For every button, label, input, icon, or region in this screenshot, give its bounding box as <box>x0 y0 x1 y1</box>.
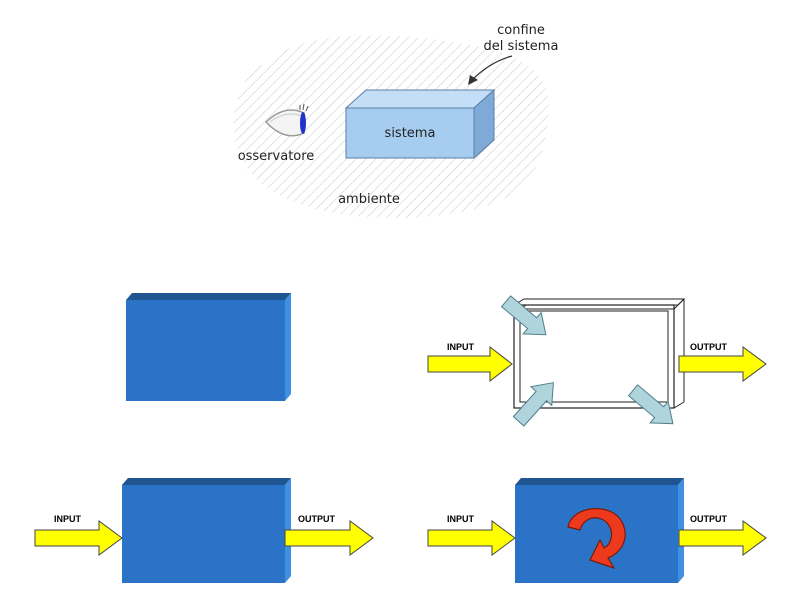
eye-icon <box>264 103 309 137</box>
system-box-top <box>344 89 496 109</box>
output-label-panel2: OUTPUT <box>690 342 728 352</box>
system-box-front <box>345 107 475 159</box>
block-feedback <box>515 478 684 583</box>
output-arrow-panel2 <box>678 346 767 382</box>
open-frame-system <box>512 298 686 409</box>
input-label-panel3: INPUT <box>54 514 82 524</box>
block-plain <box>126 293 291 401</box>
observer-label: osservatore <box>238 149 315 164</box>
disturbance-arrow-bottom-left <box>512 382 554 427</box>
input-arrow-panel3 <box>34 520 123 556</box>
output-label-panel3: OUTPUT <box>298 514 336 524</box>
block-input-output <box>122 478 291 583</box>
system-label: sistema <box>385 126 436 141</box>
input-arrow-panel2 <box>427 345 513 383</box>
environment-label: ambiente <box>338 192 400 207</box>
disturbance-arrow-top <box>500 295 547 336</box>
output-arrow-panel3 <box>284 520 374 556</box>
curved-arrow-icon <box>567 508 626 570</box>
input-arrow-panel4 <box>427 520 516 556</box>
input-label-panel2: INPUT <box>447 342 475 352</box>
boundary-label-line2: del sistema <box>484 39 559 54</box>
input-label-panel4: INPUT <box>447 514 475 524</box>
boundary-pointer-arrow <box>468 55 513 85</box>
disturbance-arrow-bottom-right <box>627 384 674 425</box>
boundary-label-line1: confine <box>497 23 545 38</box>
system-box <box>344 88 496 160</box>
output-arrow-panel4 <box>678 520 767 556</box>
output-label-panel4: OUTPUT <box>690 514 728 524</box>
